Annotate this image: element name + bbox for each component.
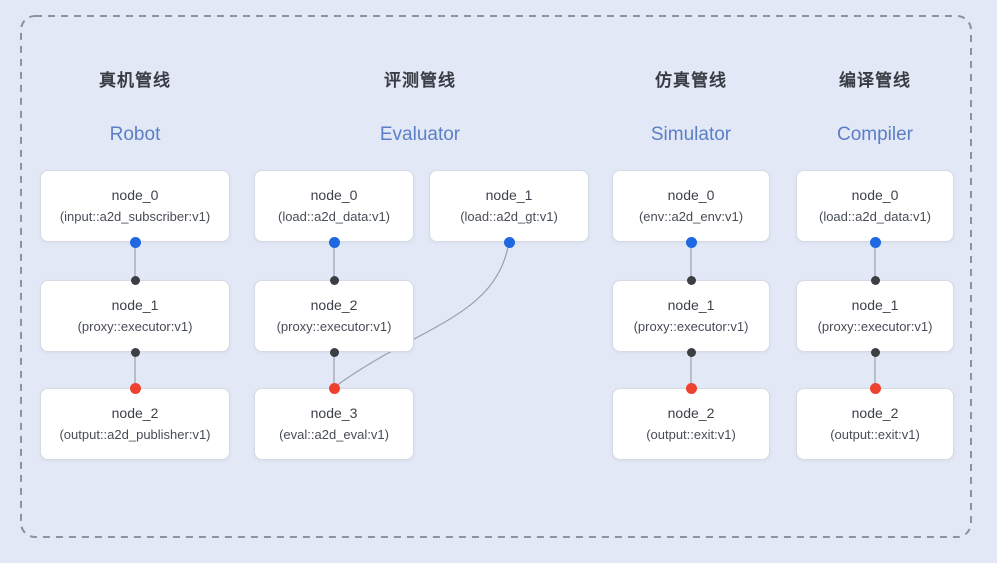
node-title: node_1 [111,297,159,313]
node-box-compiler-node2: node_2 (output::exit:v1) [796,388,954,460]
mid-port-dot [870,347,880,357]
output-port-dot [129,382,141,394]
node-title: node_2 [310,297,358,313]
node-type: (input::a2d_subscriber:v1) [59,209,211,224]
node-type: (proxy::executor:v1) [77,319,193,334]
node-title: node_0 [111,187,159,203]
input-port-dot [685,236,697,248]
node-type: (output::exit:v1) [830,427,920,442]
node-title: node_2 [667,405,715,421]
node-type: (output::exit:v1) [646,427,736,442]
node-type: (load::a2d_gt:v1) [460,209,558,224]
node-box-simulator-node2: node_2 (output::exit:v1) [612,388,770,460]
node-box-robot-node1: node_1 (proxy::executor:v1) [40,280,230,352]
pipeline-title-en-robot: Robot [109,124,161,145]
output-port-dot [685,382,697,394]
node-box-simulator-node0: node_0 (env::a2d_env:v1) [612,170,770,242]
node-type: (proxy::executor:v1) [633,319,749,334]
mid-port-dot [329,347,339,357]
input-port-dot [869,236,881,248]
node-box-robot-node2: node_2 (output::a2d_publisher:v1) [40,388,230,460]
mid-port-dot [686,347,696,357]
dashed-frame [20,15,972,538]
node-title: node_3 [310,405,358,421]
input-port-dot [503,236,515,248]
pipeline-title-en-simulator: Simulator [650,124,732,145]
node-box-evaluator-node0: node_0 (load::a2d_data:v1) [254,170,414,242]
pipeline-title-zh-simulator: 仿真管线 [655,71,727,90]
node-box-compiler-node0: node_0 (load::a2d_data:v1) [796,170,954,242]
node-box-compiler-node1: node_1 (proxy::executor:v1) [796,280,954,352]
mid-port-dot [130,347,140,357]
node-title: node_0 [310,187,358,203]
node-box-evaluator-node3: node_3 (eval::a2d_eval:v1) [254,388,414,460]
node-title: node_1 [667,297,715,313]
node-box-evaluator-node2: node_2 (proxy::executor:v1) [254,280,414,352]
mid-port-dot [329,275,339,285]
node-title: node_2 [851,405,899,421]
node-type: (load::a2d_data:v1) [818,209,932,224]
node-title: node_0 [851,187,899,203]
input-port-dot [129,236,141,248]
node-type: (proxy::executor:v1) [817,319,933,334]
pipeline-title-en-evaluator: Evaluator [379,124,461,145]
node-title: node_1 [485,187,533,203]
node-type: (proxy::executor:v1) [276,319,392,334]
pipeline-title-en-compiler: Compiler [836,124,914,145]
input-port-dot [328,236,340,248]
node-title: node_2 [111,405,159,421]
node-type: (env::a2d_env:v1) [638,209,744,224]
edge-gt-to-eval [335,241,510,387]
output-port-dot [869,382,881,394]
node-type: (load::a2d_data:v1) [277,209,391,224]
mid-port-dot [870,275,880,285]
pipeline-title-zh-robot: 真机管线 [99,71,171,90]
mid-port-dot [130,275,140,285]
node-type: (eval::a2d_eval:v1) [279,427,389,442]
node-box-robot-node0: node_0 (input::a2d_subscriber:v1) [40,170,230,242]
node-box-evaluator-node1: node_1 (load::a2d_gt:v1) [429,170,589,242]
pipeline-title-zh-evaluator: 评测管线 [384,71,456,90]
node-title: node_0 [667,187,715,203]
output-port-dot [328,382,340,394]
mid-port-dot [686,275,696,285]
node-box-simulator-node1: node_1 (proxy::executor:v1) [612,280,770,352]
node-type: (output::a2d_publisher:v1) [59,427,211,442]
node-title: node_1 [851,297,899,313]
pipeline-title-zh-compiler: 编译管线 [839,71,911,90]
